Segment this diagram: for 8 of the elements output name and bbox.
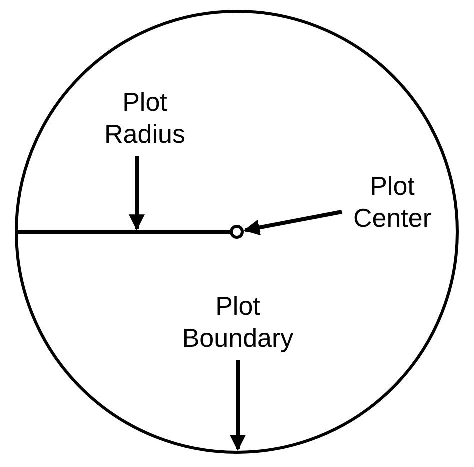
label-text: Plot Boundary: [181, 290, 295, 354]
arrow: [129, 156, 145, 231]
arrow: [244, 210, 342, 236]
label-text: Plot Center: [352, 170, 433, 234]
label-text: Plot Radius: [104, 86, 186, 150]
center-point-circle: [230, 225, 244, 239]
plot-boundary-circle: [15, 10, 459, 454]
arrow: [230, 360, 246, 452]
